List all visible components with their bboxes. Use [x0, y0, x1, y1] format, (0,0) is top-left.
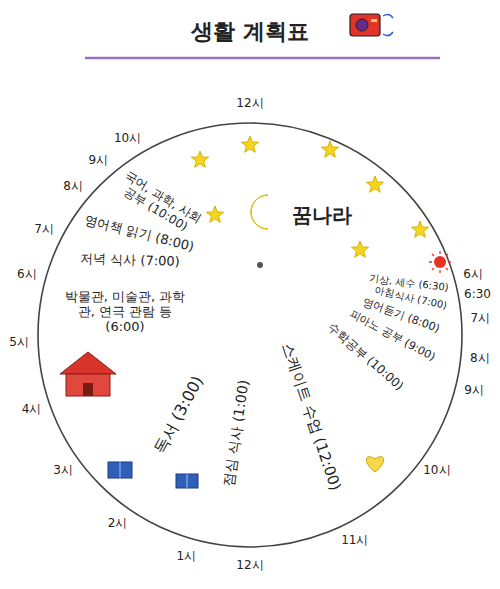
slice-shape: [137, 123, 455, 281]
radio-speaker: [356, 19, 368, 31]
star: [241, 136, 258, 152]
heart: [366, 457, 383, 472]
clock-hour-label: 6:30: [464, 288, 491, 302]
clock-hour-label: 8시: [63, 180, 83, 194]
clock-hour-label: 12시: [236, 97, 263, 111]
clock-hour-label: 12시: [236, 559, 263, 573]
clock-hour-label: 2시: [108, 517, 128, 531]
book-spine: [187, 474, 188, 488]
radio-dial: [371, 19, 377, 22]
moon: [251, 195, 268, 229]
slice-label: 박물관, 미술관, 과학관, 연극 관람 등 (6:00): [58, 290, 193, 335]
star: [321, 141, 338, 157]
clock-hour-label: 6시: [463, 268, 483, 282]
sun-disc: [434, 256, 446, 268]
clock-hour-label: 6시: [17, 268, 37, 282]
schedule-slice: 기상, 세수 (6:30): [260, 265, 459, 299]
slice-fill: [138, 123, 455, 280]
radio-body: [350, 14, 380, 36]
slice-fill: [250, 265, 422, 547]
schedule-slice: 박물관, 미술관, 과학관, 연극 관람 등 (6:00): [38, 265, 260, 460]
slice-label: 저녁 식사 (7:00): [80, 252, 180, 270]
building-roof: [60, 352, 116, 374]
schedule-slice: 점심 식사 (1:00): [191, 265, 260, 547]
book-spine: [120, 462, 121, 478]
schedule-slice: 꿈나라: [137, 123, 455, 281]
clock-hour-label: 9시: [464, 384, 484, 398]
slice-shape: [191, 265, 260, 547]
slice-label: 독서 (3:00): [151, 373, 208, 457]
chart-title: 생활 계획표: [191, 19, 309, 44]
book: [176, 474, 198, 488]
star: [206, 206, 223, 222]
star: [366, 176, 383, 192]
building-wall: [66, 374, 110, 396]
clock-hour-label: 7시: [471, 312, 491, 326]
star: [351, 241, 368, 257]
sun-rays: [429, 251, 451, 273]
clock-hour-label: 4시: [22, 403, 42, 417]
clock-hour-label: 8시: [470, 352, 490, 366]
slice-fill: [88, 155, 260, 265]
slice-fill: [192, 265, 260, 547]
book: [108, 462, 132, 478]
sun: [429, 251, 451, 273]
clock-hour-label: 7시: [34, 223, 54, 237]
museum-building: [60, 352, 116, 396]
books: [108, 462, 198, 488]
title-underline: [85, 57, 440, 60]
hub-dot: [257, 262, 263, 268]
clock-hour-label: 10시: [114, 132, 141, 146]
slice-label: 점심 식사 (1:00): [221, 379, 252, 487]
star: [191, 151, 208, 167]
clock-hour-label: 1시: [176, 550, 196, 564]
slice-fill: [260, 265, 459, 298]
clock-hour-label: 11시: [341, 534, 368, 548]
slice-fill: [38, 265, 260, 460]
clock-hour-label: 5시: [9, 336, 29, 350]
star: [411, 221, 428, 237]
clock-hour-label: 10시: [423, 464, 450, 478]
slice-label: 꿈나라: [292, 204, 352, 227]
radio-icon: [350, 14, 393, 36]
building-door: [83, 383, 93, 396]
stars: [191, 136, 428, 257]
slice-label: 스케이트 수업 (12:00): [278, 341, 343, 493]
clock-hour-label: 9시: [89, 154, 109, 168]
sound-waves: [383, 14, 393, 35]
clock-circle: [38, 123, 462, 547]
clock-hour-label: 3시: [53, 464, 73, 478]
